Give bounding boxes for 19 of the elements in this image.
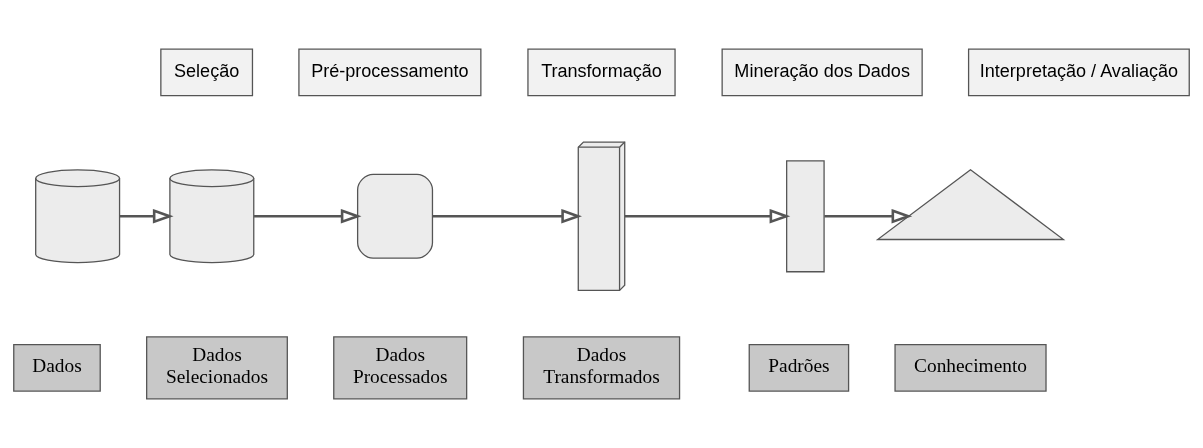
node-box [357,173,434,259]
node-box: Interpretação / Avaliação [967,48,1190,97]
arrow [824,209,913,224]
node-box: Dados Processados [333,336,468,400]
node-bar [786,160,825,273]
arrow [432,209,582,224]
node-box: Transformação [527,48,676,97]
node-box: Dados Transformados [522,336,681,400]
node-box: Conhecimento [894,344,1047,392]
node-box: Dados [13,344,101,392]
node-box: Mineração dos Dados [721,48,923,97]
node-box: Dados Selecionados [146,336,288,400]
node-box: Pré-processamento [298,48,482,97]
arrow [254,209,362,224]
arrow [119,209,174,224]
arrow [625,209,791,224]
node-triangle [875,169,1066,241]
node-box: Padrões [748,344,850,392]
node-box: Seleção [160,48,254,97]
